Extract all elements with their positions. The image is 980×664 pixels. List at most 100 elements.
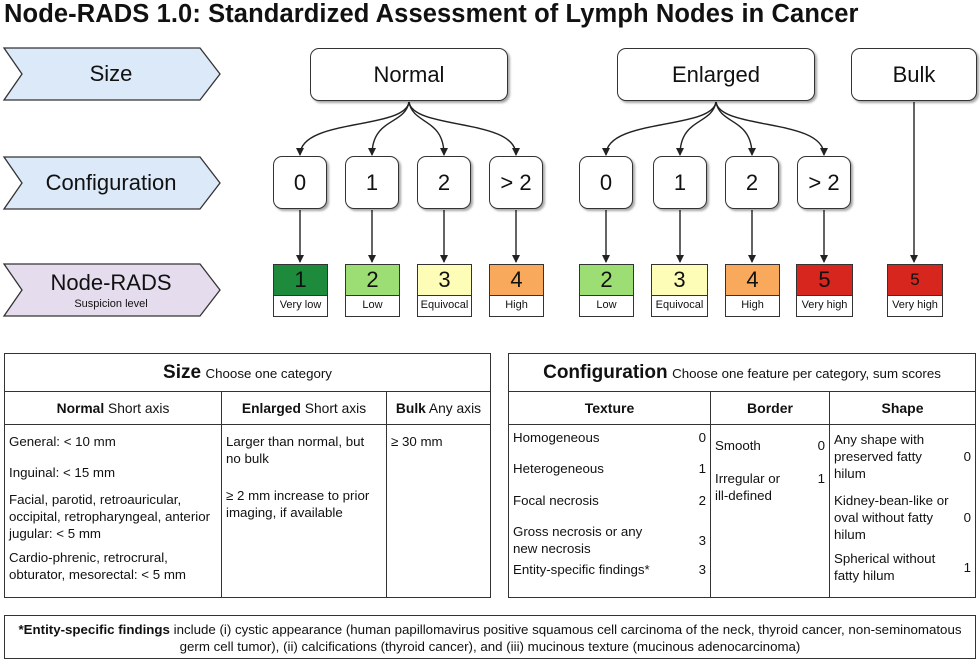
texture-cell: Homogeneous 0 Heterogeneous 1 Focal necr… [508,424,711,598]
shape-label: Kidney-bean-like or oval without fatty h… [834,492,949,542]
score-value: 2 [346,265,399,296]
score-normal-1: 1 Very low [273,264,328,317]
config-enlarged-2: 2 [725,156,779,209]
size-header-enlarged: Enlarged Short axis [221,391,387,425]
size-table-heading: Size [163,361,202,383]
size-bulk-cell: ≥ 30 mm [386,424,491,598]
score-label: Equivocal [418,296,471,314]
size-normal-inguinal: Inguinal: < 15 mm [9,465,116,480]
size-header-bulk-bold: Bulk [395,400,426,416]
size-enlarged-2: ≥ 2 mm increase to prior imaging, if ava… [226,488,370,520]
texture-score: 3 [698,532,706,548]
score-enlarged-4: 4 High [725,264,780,317]
configuration-row-arrow [2,156,221,210]
score-label: Very high [797,296,852,314]
size-header-normal-bold: Normal [56,400,105,416]
score-normal-3: 3 Equivocal [417,264,472,317]
size-header-bulk: Bulk Any axis [386,391,491,425]
configuration-row-label: Configuration [45,170,177,195]
texture-label: Heterogeneous [513,461,604,476]
texture-label: Gross necrosis or any new necrosis [513,524,643,556]
score-value: 4 [490,265,543,296]
score-normal-4: 4 High [489,264,544,317]
texture-score: 0 [698,430,706,445]
config-header-texture: Texture [508,391,711,425]
texture-score: 3 [698,562,706,577]
score-value: 4 [726,265,779,296]
size-normal-general: General: < 10 mm [9,434,116,449]
score-enlarged-5: 5 Very high [796,264,853,317]
shape-label: Spherical without fatty hilum [834,551,936,583]
score-label: Low [346,296,399,314]
shape-item: Kidney-bean-like or oval without fatty h… [834,484,971,550]
size-enlarged-box: Enlarged [617,48,815,101]
size-table: Size Choose one category Normal Short ax… [4,353,491,598]
score-label: High [490,296,543,314]
texture-item: Gross necrosis or any new necrosis 3 [513,519,706,561]
score-label: High [726,296,779,314]
shape-score: 0 [963,509,971,525]
config-header-shape: Shape [829,391,976,425]
score-normal-2: 2 Low [345,264,400,317]
texture-item: Homogeneous 0 [513,429,706,460]
texture-item: Entity-specific findings* 3 [513,561,706,578]
texture-score: 2 [698,493,706,508]
size-header-bulk-rest: Any axis [428,400,482,416]
size-table-subtitle: Choose one category [205,365,332,381]
texture-label: Focal necrosis [513,493,599,508]
border-label: Irregular or ill-defined [715,471,781,503]
score-label: Low [580,296,633,314]
page-title: Node-RADS 1.0: Standardized Assessment o… [4,0,859,28]
texture-item: Focal necrosis 2 [513,492,706,519]
border-label: Smooth [715,438,761,453]
flow-diagram [2,47,918,317]
border-cell: Smooth 0 Irregular or ill-defined 1 [710,424,830,598]
size-enlarged-cell: Larger than normal, but no bulk ≥ 2 mm i… [221,424,387,598]
score-label: Equivocal [652,296,707,314]
config-table-title: Configuration Choose one feature per cat… [508,353,976,392]
configuration-table: Configuration Choose one feature per cat… [508,353,976,598]
score-enlarged-3: 3 Equivocal [651,264,708,317]
size-header-enlarged-rest: Short axis [304,400,367,416]
config-normal-gt2: > 2 [489,156,543,209]
score-value: 1 [274,265,327,296]
size-table-title: Size Choose one category [4,353,491,392]
size-normal-cardio: Cardio-phrenic, retrocrural, obturator, … [9,550,186,582]
score-value: 5 [888,265,942,296]
noderads-row-label: Node-RADS Suspicion level [22,264,200,316]
shape-score: 1 [963,559,971,575]
score-bulk-5: 5 Very high [887,264,943,317]
texture-score: 1 [698,461,706,476]
config-table-subtitle: Choose one feature per category, sum sco… [672,365,941,381]
config-header-border: Border [710,391,830,425]
suspicion-level-label: Suspicion level [74,298,148,310]
size-header-normal: Normal Short axis [4,391,222,425]
score-value: 3 [418,265,471,296]
texture-label: Homogeneous [513,430,600,445]
shape-score: 0 [963,449,971,464]
size-row-label: Size [89,61,133,86]
size-normal-facial: Facial, parotid, retroauricular, occipit… [9,492,211,541]
score-label: Very high [888,296,942,314]
border-score: 0 [817,438,825,453]
size-normal-cell: General: < 10 mm Inguinal: < 15 mm Facia… [4,424,222,598]
border-item: Irregular or ill-defined 1 [715,470,825,504]
size-header-enlarged-bold: Enlarged [241,400,301,416]
score-value: 5 [797,265,852,296]
config-enlarged-1: 1 [653,156,707,209]
shape-label: Any shape with preserved fatty hilum [834,432,925,481]
size-normal-box: Normal [310,48,508,101]
score-value: 3 [652,265,707,296]
noderads-label: Node-RADS [50,270,172,295]
texture-item: Heterogeneous 1 [513,460,706,492]
size-bulk-box: Bulk [851,48,977,101]
config-normal-2: 2 [417,156,471,209]
shape-item: Any shape with preserved fatty hilum 0 [834,429,971,484]
size-bulk-1: ≥ 30 mm [391,434,443,449]
config-normal-0: 0 [273,156,327,209]
config-normal-1: 1 [345,156,399,209]
size-header-normal-rest: Short axis [108,400,170,416]
config-enlarged-0: 0 [579,156,633,209]
border-item: Smooth 0 [715,437,825,470]
size-enlarged-1: Larger than normal, but no bulk [226,434,365,466]
